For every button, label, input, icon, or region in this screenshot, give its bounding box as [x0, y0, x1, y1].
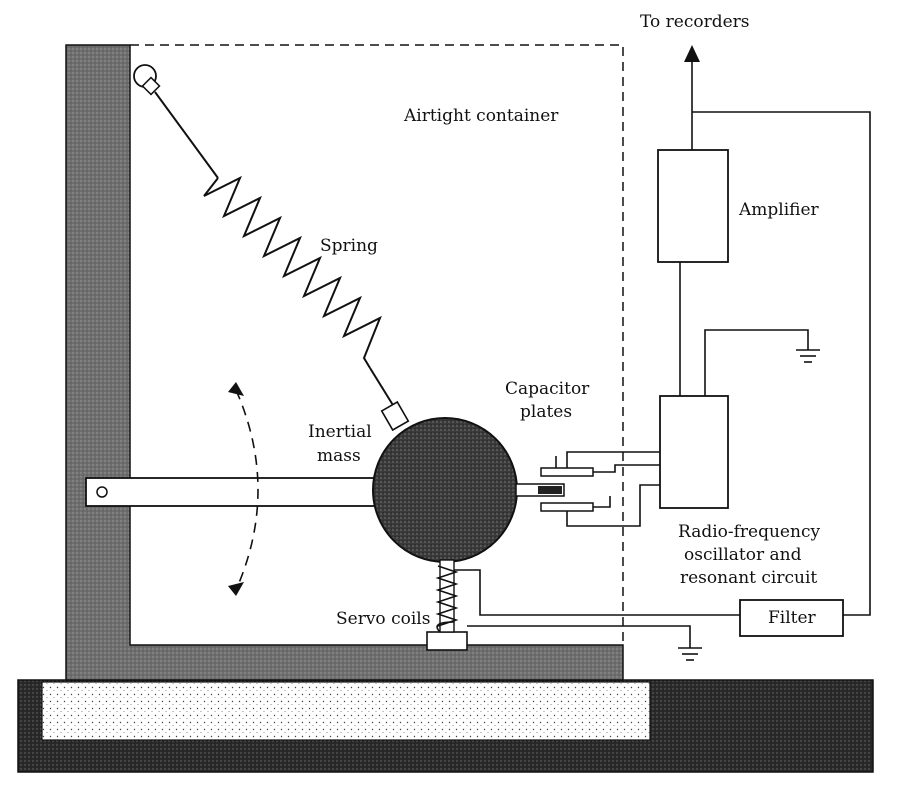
label-amplifier: Amplifier: [738, 200, 820, 220]
servo-coil-winding: [435, 565, 459, 627]
capacitor-plate-top: [540, 467, 594, 477]
label-servo-coils: Servo coils: [336, 609, 430, 629]
output-arrowhead: [684, 45, 700, 62]
ground-symbol-bottom: [678, 647, 702, 661]
ground-symbol-top: [796, 349, 820, 363]
label-capacitor: Capacitor: [505, 379, 590, 399]
label-rf-line1: Radio-frequency: [678, 522, 820, 542]
label-airtight-container: Airtight container: [403, 106, 559, 126]
label-inertial: Inertial: [308, 422, 372, 442]
label-spring: Spring: [320, 236, 378, 256]
frame-wall: [65, 44, 624, 681]
label-rf-line2: oscillator and: [684, 545, 802, 565]
amplifier-box: [657, 149, 729, 263]
servo-coil-base: [426, 631, 468, 651]
arm-hinge: [96, 486, 108, 498]
spring-connector: [380, 400, 410, 432]
rf-oscillator-box: [659, 395, 729, 509]
inertial-mass: [372, 417, 518, 563]
filter-box: [739, 599, 844, 637]
airtight-container-outline: [130, 44, 624, 645]
pendulum-arm: [85, 477, 387, 507]
capacitor-plate-bottom: [540, 502, 594, 512]
label-plates: plates: [520, 402, 572, 422]
spring-coil: [203, 175, 382, 369]
label-to-recorders: To recorders: [640, 12, 750, 32]
label-filter: Filter: [768, 608, 817, 628]
label-mass: mass: [317, 446, 361, 466]
motion-arc: [235, 389, 259, 591]
label-rf-line3: resonant circuit: [680, 568, 817, 588]
